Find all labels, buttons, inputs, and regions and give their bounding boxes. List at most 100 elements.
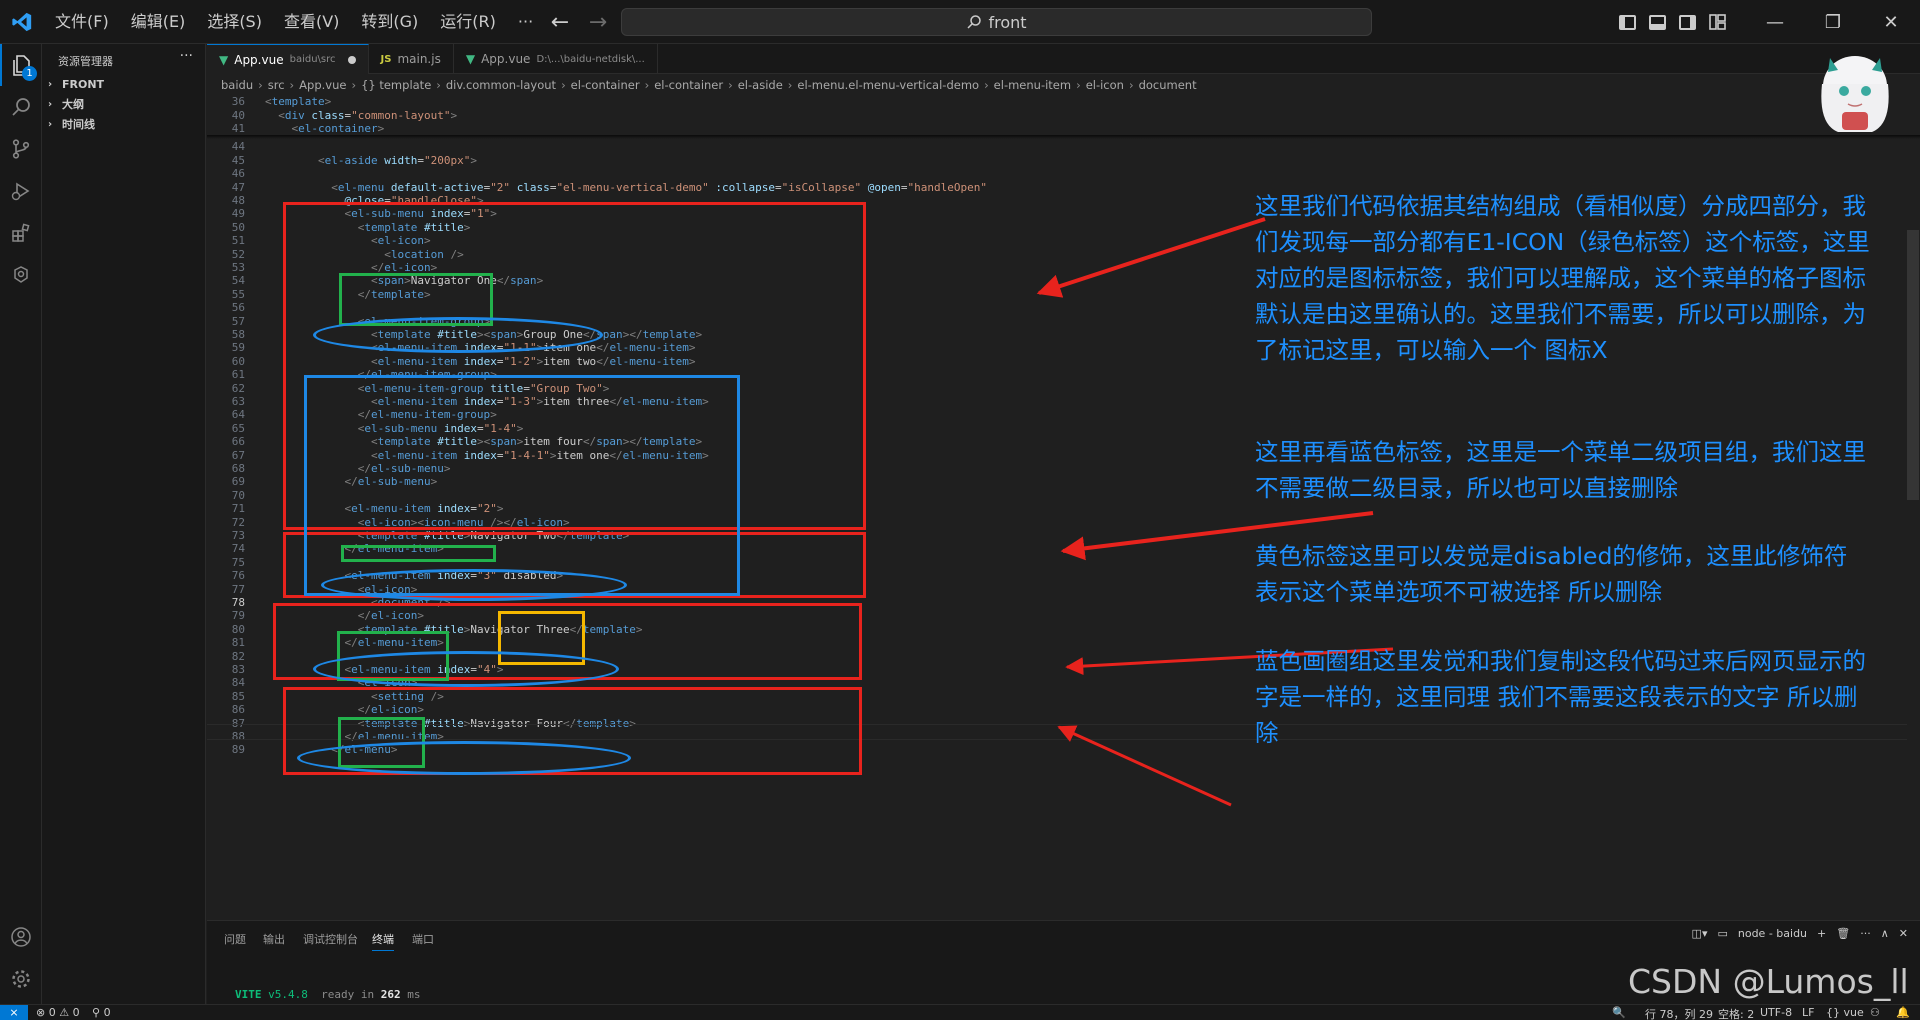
code-line[interactable]: <el-menu default-active="2" class="el-me…: [331, 180, 987, 194]
tab-main-js[interactable]: JS main.js: [369, 44, 454, 74]
menu-view[interactable]: 查看(V): [283, 11, 340, 31]
breadcrumb-item[interactable]: src: [267, 78, 285, 92]
back-arrow-icon[interactable]: ←: [550, 9, 570, 35]
breadcrumb-item[interactable]: App.vue: [299, 78, 347, 92]
breadcrumb-item[interactable]: el-icon: [1085, 78, 1124, 92]
chevron-right-icon: ›: [48, 118, 53, 130]
command-center-search[interactable]: front: [621, 8, 1372, 36]
code-line[interactable]: </template>: [357, 287, 431, 301]
panel-tab-terminal[interactable]: 终端: [372, 931, 394, 951]
code-line[interactable]: </el-sub-menu>: [344, 475, 438, 489]
menu-run[interactable]: 运行(R): [440, 11, 496, 31]
close-panel-icon[interactable]: ✕: [1898, 927, 1908, 940]
breadcrumb-item[interactable]: el-menu.el-menu-vertical-demo: [797, 78, 980, 92]
menu-file[interactable]: 文件(F): [55, 11, 109, 31]
tab-app-vue-netdisk[interactable]: ▼ App.vue D:\...\baidu-netdisk\...: [454, 44, 658, 74]
source-control-icon[interactable]: [0, 128, 42, 170]
code-line[interactable]: <el-menu-item index="1-3">item three</el…: [370, 395, 709, 408]
terminal-name[interactable]: node - baidu: [1737, 927, 1808, 940]
new-terminal-icon[interactable]: +: [1817, 927, 1827, 940]
panel-tab-ports[interactable]: 端口: [412, 933, 434, 946]
toggle-secondary-sidebar-icon[interactable]: [1672, 0, 1702, 44]
code-line[interactable]: </el-menu-item>: [344, 636, 444, 650]
code-line[interactable]: <el-icon>: [370, 234, 431, 248]
code-line[interactable]: </el-icon>: [357, 703, 424, 717]
toggle-panel-icon[interactable]: [1642, 0, 1672, 44]
breadcrumb-item[interactable]: baidu: [221, 78, 254, 92]
language-mode[interactable]: {} vue: [1826, 1006, 1864, 1019]
forward-arrow-icon[interactable]: →: [588, 9, 608, 35]
tab-label: App.vue: [234, 52, 284, 67]
breadcrumb-item[interactable]: {} template: [361, 78, 432, 92]
code-line[interactable]: <template #title>: [357, 220, 471, 234]
editor-scrollbar[interactable]: [1907, 230, 1919, 500]
code-line[interactable]: <el-menu-item index="1-2">item two</el-m…: [370, 354, 696, 368]
panel-tab-output[interactable]: 输出: [263, 933, 285, 946]
code-line[interactable]: </el-menu-item-group>: [357, 408, 497, 422]
code-line[interactable]: <el-aside width="200px">: [317, 153, 477, 167]
code-line[interactable]: <setting />: [370, 689, 444, 703]
line-ending[interactable]: LF: [1802, 1006, 1815, 1019]
code-line[interactable]: <el-sub-menu index="1-4">: [357, 421, 524, 435]
sticky-line[interactable]: 41 <el-container>: [207, 122, 1920, 139]
notifications-bell-icon[interactable]: 🔔: [1896, 1006, 1910, 1019]
code-line[interactable]: </el-sub-menu>: [357, 462, 451, 475]
indentation[interactable]: 空格: 2: [1718, 1008, 1755, 1020]
code-line[interactable]: <template #title><span>item four</span><…: [370, 435, 703, 449]
more-actions-icon[interactable]: ···: [1860, 927, 1871, 940]
toggle-primary-sidebar-icon[interactable]: [1612, 0, 1642, 44]
code-line[interactable]: <el-menu-item index="1-4-1">item one</el…: [370, 448, 709, 462]
menu-selection[interactable]: 选择(S): [207, 11, 262, 31]
sticky-line[interactable]: 40 <div class="common-layout">: [207, 108, 1920, 126]
customize-layout-icon[interactable]: [1702, 0, 1732, 44]
settings-gear-icon[interactable]: [0, 958, 42, 1000]
account-icon[interactable]: [0, 916, 42, 958]
terminal-output[interactable]: VITE v5.4.8 ready in 262 ms: [235, 988, 420, 1001]
extensions-icon[interactable]: [0, 212, 42, 254]
breadcrumb-item[interactable]: el-container: [654, 78, 724, 92]
code-line[interactable]: <span>Navigator One</span>: [370, 274, 544, 288]
zoom-icon[interactable]: 🔍: [1612, 1006, 1626, 1019]
remote-explorer-icon[interactable]: [0, 254, 42, 296]
encoding[interactable]: UTF-8: [1760, 1006, 1793, 1019]
breadcrumb-item[interactable]: el-menu-item: [993, 78, 1072, 92]
search-icon[interactable]: [0, 86, 42, 128]
panel-tab-debug-console[interactable]: 调试控制台: [303, 933, 358, 946]
sidebar-section-outline[interactable]: › 大纲: [48, 94, 84, 114]
unsaved-dot-icon[interactable]: [347, 55, 356, 64]
close-window-button[interactable]: ✕: [1883, 11, 1899, 33]
breadcrumb-item[interactable]: document: [1138, 78, 1197, 92]
maximize-panel-icon[interactable]: ∧: [1880, 927, 1889, 940]
code-line[interactable]: </el-icon>: [370, 261, 438, 274]
code-line[interactable]: <el-menu-item-group title="Group Two">: [357, 381, 610, 395]
sidebar-more-button[interactable]: ···: [179, 48, 193, 64]
remote-indicator-icon[interactable]: ⨯: [0, 1005, 28, 1020]
breadcrumb-item[interactable]: el-aside: [737, 78, 783, 92]
cursor-position[interactable]: 行 78，列 29: [1645, 1008, 1713, 1020]
code-line[interactable]: <el-menu-item index="2">: [344, 502, 504, 516]
code-line[interactable]: </el-icon>: [357, 609, 424, 623]
breadcrumb-item[interactable]: div.common-layout: [445, 78, 557, 92]
code-line[interactable]: <el-sub-menu index="1">: [344, 207, 497, 221]
tab-app-vue[interactable]: ▼ App.vue baidu\src: [207, 44, 369, 74]
panel-tab-problems[interactable]: 问题: [224, 933, 246, 946]
menu-go[interactable]: 转到(G): [361, 11, 419, 31]
ports-indicator[interactable]: ⚲ 0: [92, 1006, 111, 1019]
sticky-line[interactable]: 36<template>: [207, 95, 1920, 112]
errors-indicator[interactable]: ⊗ 0 ⚠ 0: [36, 1006, 80, 1019]
restore-button[interactable]: ❐: [1824, 11, 1842, 33]
copilot-icon[interactable]: ⚇: [1870, 1006, 1880, 1019]
menu-edit[interactable]: 编辑(E): [130, 11, 186, 31]
split-terminal-icon[interactable]: ◫▾: [1691, 927, 1708, 940]
kill-terminal-icon[interactable]: 🗑: [1836, 927, 1851, 940]
breadcrumb-item[interactable]: el-container: [570, 78, 640, 92]
run-debug-icon[interactable]: [0, 170, 42, 212]
sidebar-section-front[interactable]: › FRONT: [48, 74, 104, 94]
minimize-button[interactable]: —: [1766, 11, 1784, 33]
code-line[interactable]: <el-icon><icon-menu /></el-icon>: [357, 515, 570, 529]
sidebar-section-timeline[interactable]: › 时间线: [48, 114, 95, 134]
code-line[interactable]: <location />: [384, 247, 464, 261]
explorer-icon[interactable]: 1: [0, 44, 42, 86]
menu-more[interactable]: ···: [517, 11, 534, 31]
